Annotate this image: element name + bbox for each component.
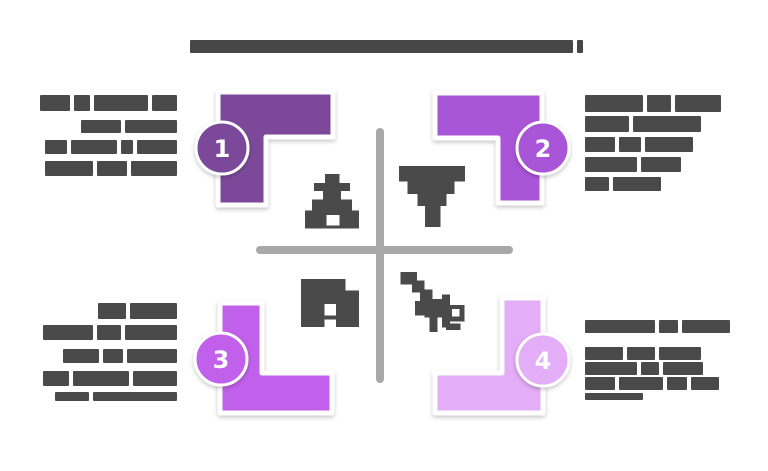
redacted-text-word (659, 347, 701, 360)
redacted-text-word (619, 377, 663, 390)
redacted-text-word (613, 177, 661, 191)
quadrant-divider-horizontal (256, 246, 513, 254)
redacted-text-word (152, 95, 177, 111)
quadrant-divider-vertical (376, 128, 384, 383)
quadrant-3-shape (217, 300, 335, 416)
redacted-text-word (97, 325, 121, 340)
redacted-text-word (663, 362, 703, 375)
cart-icon (400, 272, 465, 332)
redacted-text-word (130, 303, 177, 319)
redacted-text-word (74, 95, 90, 111)
redacted-text-word (125, 120, 177, 133)
redacted-text-word (667, 377, 687, 390)
step-4-badge (515, 332, 571, 388)
redacted-text-word (71, 140, 117, 154)
redacted-text-word (43, 371, 69, 386)
redacted-text-word (585, 347, 623, 360)
quadrant-1-shape (215, 89, 336, 208)
quadrant-4-shape (432, 295, 546, 416)
step-4-number: 4 (535, 347, 552, 375)
text-block-right-bottom (585, 320, 731, 400)
text-block-left-bottom (37, 303, 177, 401)
text-block-right-top (585, 95, 730, 191)
page-title (190, 40, 583, 53)
person-presenter-icon (304, 174, 360, 229)
redacted-text-word (63, 349, 99, 363)
redacted-text-word (585, 157, 637, 172)
redacted-text-word (585, 362, 637, 375)
redacted-text-word (627, 347, 655, 360)
redacted-text-word (97, 161, 127, 176)
redacted-text-word (137, 140, 177, 154)
redacted-text-word (641, 157, 681, 172)
redacted-text-word (645, 137, 693, 152)
redacted-text-word (55, 392, 89, 401)
cash-box-icon (301, 278, 359, 328)
redacted-text-word (98, 303, 126, 319)
redacted-text-word (641, 362, 659, 375)
redacted-text-word (127, 349, 177, 363)
redacted-text-word (585, 116, 629, 132)
redacted-text-word (647, 95, 671, 112)
redacted-text-word (585, 320, 655, 333)
redacted-text-word (682, 320, 731, 333)
redacted-text-word (94, 95, 148, 111)
redacted-text-word (585, 137, 615, 152)
redacted-text-word (131, 161, 177, 176)
step-3-badge (193, 331, 249, 387)
redacted-text-word (619, 137, 641, 152)
redacted-text-word (93, 392, 177, 401)
redacted-text-word (585, 177, 609, 191)
text-block-left-top (37, 95, 177, 176)
redacted-text-word (103, 349, 123, 363)
redacted-text-word (133, 371, 177, 386)
redacted-text-word (45, 140, 67, 154)
step-3-number: 3 (213, 346, 230, 374)
redacted-text-word (125, 325, 177, 340)
step-1-number: 1 (214, 135, 231, 163)
quadrant-2-shape (432, 90, 545, 206)
redacted-text-word (691, 377, 719, 390)
funnel-icon (399, 166, 465, 227)
redacted-text-word (585, 393, 643, 400)
redacted-text-word (658, 320, 679, 333)
redacted-text-word (585, 95, 643, 112)
redacted-text-word (45, 161, 93, 176)
redacted-text-word (577, 40, 583, 53)
redacted-text-word (190, 40, 573, 53)
redacted-text-word (121, 140, 133, 154)
redacted-text-word (633, 116, 701, 132)
redacted-text-word (43, 325, 93, 340)
step-2-number: 2 (535, 135, 552, 163)
redacted-text-word (73, 371, 129, 386)
step-2-badge (515, 120, 571, 176)
redacted-text-word (81, 120, 121, 133)
redacted-text-word (40, 95, 70, 111)
step-1-badge (194, 120, 250, 176)
redacted-text-word (675, 95, 721, 112)
redacted-text-word (585, 377, 615, 390)
